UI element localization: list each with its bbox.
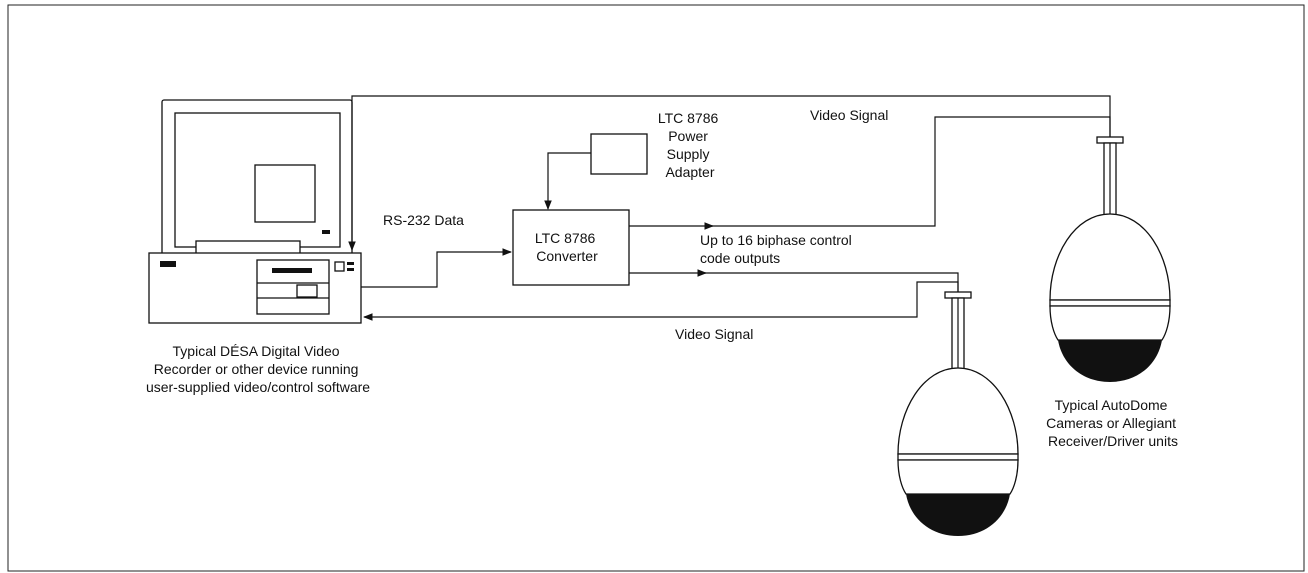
- computer-icon: [148, 99, 362, 324]
- control-line-camera-lower: [704, 272, 959, 293]
- power-connection-line: [544, 152, 591, 210]
- camera-caption: Typical AutoDome Cameras or Allegiant Re…: [1046, 397, 1180, 449]
- converter-label: LTC 8786 Converter: [535, 230, 599, 264]
- power-supply-label: LTC 8786 Power Supply Adapter: [658, 110, 722, 180]
- computer-caption: Typical DÉSA Digital Video Recorder or o…: [146, 343, 370, 395]
- converter-box: [512, 209, 630, 286]
- rs232-label: RS-232 Data: [383, 212, 464, 228]
- video-signal-line-top: [348, 95, 1111, 251]
- diagram-frame: [7, 4, 1305, 572]
- control-line-camera-right: [711, 116, 1111, 227]
- video-signal-label-top: Video Signal: [810, 107, 888, 123]
- dome-camera-right-icon: [1049, 136, 1171, 382]
- video-signal-line-bottom: [363, 281, 959, 321]
- control-outputs-label: Up to 16 biphase control code outputs: [700, 232, 856, 266]
- video-signal-label-bottom: Video Signal: [675, 326, 753, 342]
- dome-camera-lower-icon: [897, 291, 1019, 536]
- power-supply-adapter-box: [590, 133, 648, 175]
- rs232-data-line: [361, 248, 512, 288]
